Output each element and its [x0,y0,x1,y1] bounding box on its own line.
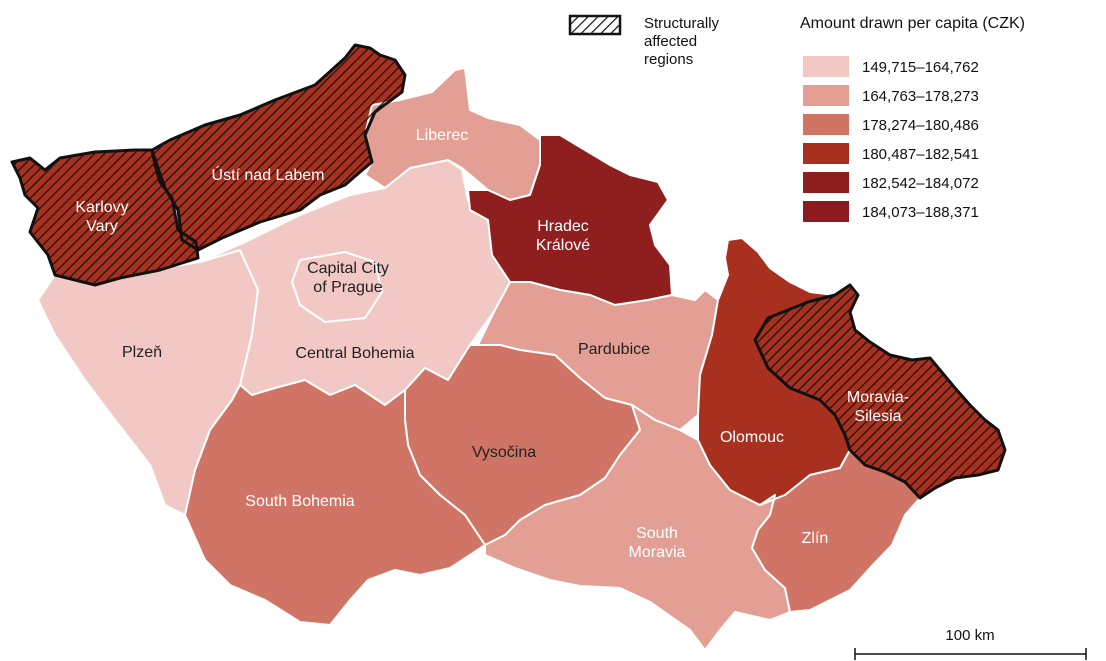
legend-class-label: 164,763–178,273 [862,88,979,105]
legend-class-label: 182,542–184,072 [862,175,979,192]
label-line: Zlín [802,530,829,547]
label-vysocina: Vysočina [472,444,536,461]
region-zlin[interactable] [751,449,921,613]
legend-class-label: 184,073–188,371 [862,204,979,221]
label-olomouc: Olomouc [720,429,784,446]
outline-usti [150,43,407,252]
label-line: Plzeň [122,344,162,361]
legend-title: Amount drawn per capita (CZK) [800,15,1025,32]
structural-legend-swatch [568,14,622,36]
label-line: Vary [86,218,118,235]
label-moravia-silesia: Moravia- Silesia [847,389,909,425]
scale-bar: 100 km [854,627,1087,660]
legend-swatch [803,172,849,193]
legend-swatch [803,143,849,164]
label-south-bohemia: South Bohemia [245,493,355,510]
label-line: Central Bohemia [295,345,414,362]
label-line: Karlovy [75,199,128,216]
label-line: of Prague [313,279,382,296]
legend-swatch [803,85,849,106]
structural-legend-line: affected [644,33,697,50]
legend-swatch [803,201,849,222]
label-line: Králové [536,237,590,254]
hatch-layer [10,43,1007,500]
label-line: Ústí nad Labem [212,165,325,184]
label-line: South Bohemia [245,493,355,510]
scale-bar-label: 100 km [945,627,994,644]
label-line: Olomouc [720,429,784,446]
label-central-bohemia: Central Bohemia [295,345,414,362]
label-line: South [636,525,678,542]
label-line: Capital City [307,260,389,277]
label-line: Liberec [416,127,468,144]
region-prague[interactable] [291,251,383,323]
label-zlin: Zlín [802,530,829,547]
legend-swatch [803,114,849,135]
class-legend: Amount drawn per capita (CZK) 149,715–16… [800,15,1025,222]
label-liberec: Liberec [416,127,468,144]
hatch-karlovy-vary [12,150,198,285]
label-pardubice: Pardubice [578,341,650,358]
region-south-bohemia[interactable] [184,379,486,626]
label-line: Moravia [629,544,686,561]
structural-legend-line: regions [644,51,693,68]
hatch-usti [152,45,405,250]
label-line: Pardubice [578,341,650,358]
label-line: Hradec [537,218,589,235]
label-line: Vysočina [472,444,536,461]
legend-class-label: 178,274–180,486 [862,117,979,134]
outline-moravia-silesia [753,283,1007,500]
hatch-moravia-silesia [755,285,1005,498]
legend-class-label: 180,487–182,541 [862,146,979,163]
label-plzen: Plzeň [122,344,162,361]
legend-class-label: 149,715–164,762 [862,59,979,76]
label-usti: Ústí nad Labem [212,165,325,184]
structural-legend-line: Structurally [644,15,720,32]
label-line: Silesia [854,408,901,425]
label-line: Moravia- [847,389,909,406]
label-prague: Capital City of Prague [307,260,389,296]
legend-swatch [803,56,849,77]
